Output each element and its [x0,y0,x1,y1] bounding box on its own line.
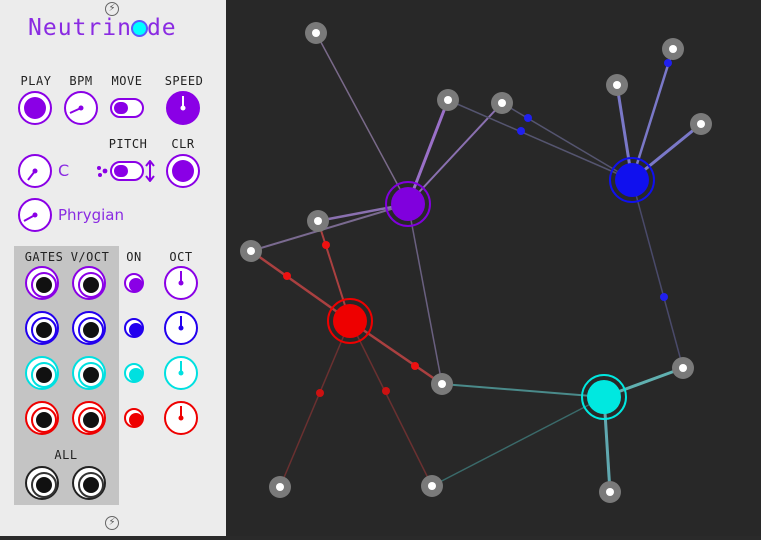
node-graph[interactable] [226,0,761,536]
voct-output-jack[interactable] [72,401,106,435]
all-label: ALL [54,448,78,462]
signal-pulse [524,114,532,122]
hub-ring [385,181,431,227]
graph-edge [431,396,605,487]
graph-edge [447,99,633,181]
signal-pulse [316,389,324,397]
module-title: Neutrin de [28,15,177,41]
title-o-logo-icon [132,22,146,35]
gate-output-jack[interactable] [25,311,59,345]
octave-knob[interactable] [164,401,198,435]
graph-node-center [613,81,621,89]
lightning-screw-icon: ⚡ [105,516,119,530]
speed-knob[interactable] [166,91,200,125]
module-panel: ⚡ Neutrin de PLAY BPM MOVE SPEED PITCH CL… [0,0,226,536]
title-suffix: de [146,15,177,41]
lightning-screw-icon: ⚡ [105,2,119,16]
play-button[interactable] [18,91,52,125]
octave-knob[interactable] [164,311,198,345]
hub-node[interactable] [615,163,649,197]
pitch-toggle[interactable] [110,161,144,181]
oct-label: OCT [169,250,193,264]
clr-button[interactable] [166,154,200,188]
up-down-arrow-icon [145,159,155,183]
bpm-label: BPM [69,74,93,88]
gate-output-jack[interactable] [25,356,59,390]
signal-pulse [664,59,672,67]
voct-output-jack[interactable] [72,311,106,345]
graph-node-center [428,482,436,490]
voct-output-jack[interactable] [72,356,106,390]
graph-edge [630,48,675,181]
move-toggle[interactable] [110,98,144,118]
graph-node-center [679,364,687,372]
on-label: ON [126,250,142,264]
graph-node-center [697,120,705,128]
octave-knob[interactable] [164,356,198,390]
graph-edge [250,249,351,323]
voct-output-jack[interactable] [72,266,106,300]
all-gates-output-jack[interactable] [25,466,59,500]
hub-ring [581,374,627,420]
speed-label: SPEED [164,74,204,88]
hub-node[interactable] [587,380,621,414]
root-key-knob[interactable] [18,154,52,188]
bpm-knob[interactable] [64,91,98,125]
signal-pulse [382,387,390,395]
all-voct-output-jack[interactable] [72,466,106,500]
graph-edge [407,203,443,385]
graph-edge [349,320,433,487]
gate-output-jack[interactable] [25,266,59,300]
scale-knob[interactable] [18,198,52,232]
title-prefix: Neutrin [28,15,132,41]
graph-node-center [606,488,614,496]
gate-output-jack[interactable] [25,401,59,435]
hub-node[interactable] [391,187,425,221]
graph-edge [279,320,351,488]
signal-pulse [517,127,525,135]
octave-knob[interactable] [164,266,198,300]
graph-node-center [276,483,284,491]
signal-pulse [411,362,419,370]
graph-edge [250,203,409,252]
root-key-value: C [58,161,70,180]
channel-on-button[interactable] [124,318,144,338]
graph-node-center [314,217,322,225]
signal-pulse [322,241,330,249]
graph-edge [349,319,443,386]
scale-value: Phrygian [58,206,124,224]
graph-edge [631,179,684,369]
hub-ring [609,157,655,203]
graph-edge [501,102,633,181]
node-graph-canvas[interactable] [226,0,761,536]
graph-node-center [438,380,446,388]
move-label: MOVE [111,74,143,88]
graph-node-center [312,29,320,37]
hub-node[interactable] [333,304,367,338]
hub-ring [327,298,373,344]
graph-node-center [669,45,677,53]
graph-edge [315,32,409,205]
scatter-dots-icon [96,164,110,178]
graph-node-center [247,247,255,255]
graph-edge [317,220,351,322]
graph-node-center [444,96,452,104]
signal-pulse [660,293,668,301]
play-label: PLAY [20,74,52,88]
graph-edge [441,383,605,398]
channel-on-button[interactable] [124,408,144,428]
channel-on-button[interactable] [124,273,144,293]
graph-edge [406,99,450,205]
pitch-label: PITCH [108,137,148,151]
graph-node-center [498,99,506,107]
channel-on-button[interactable] [124,363,144,383]
clr-label: CLR [171,137,195,151]
voct-label: V/OCT [70,250,110,264]
gates-label: GATES [24,250,64,264]
signal-pulse [283,272,291,280]
